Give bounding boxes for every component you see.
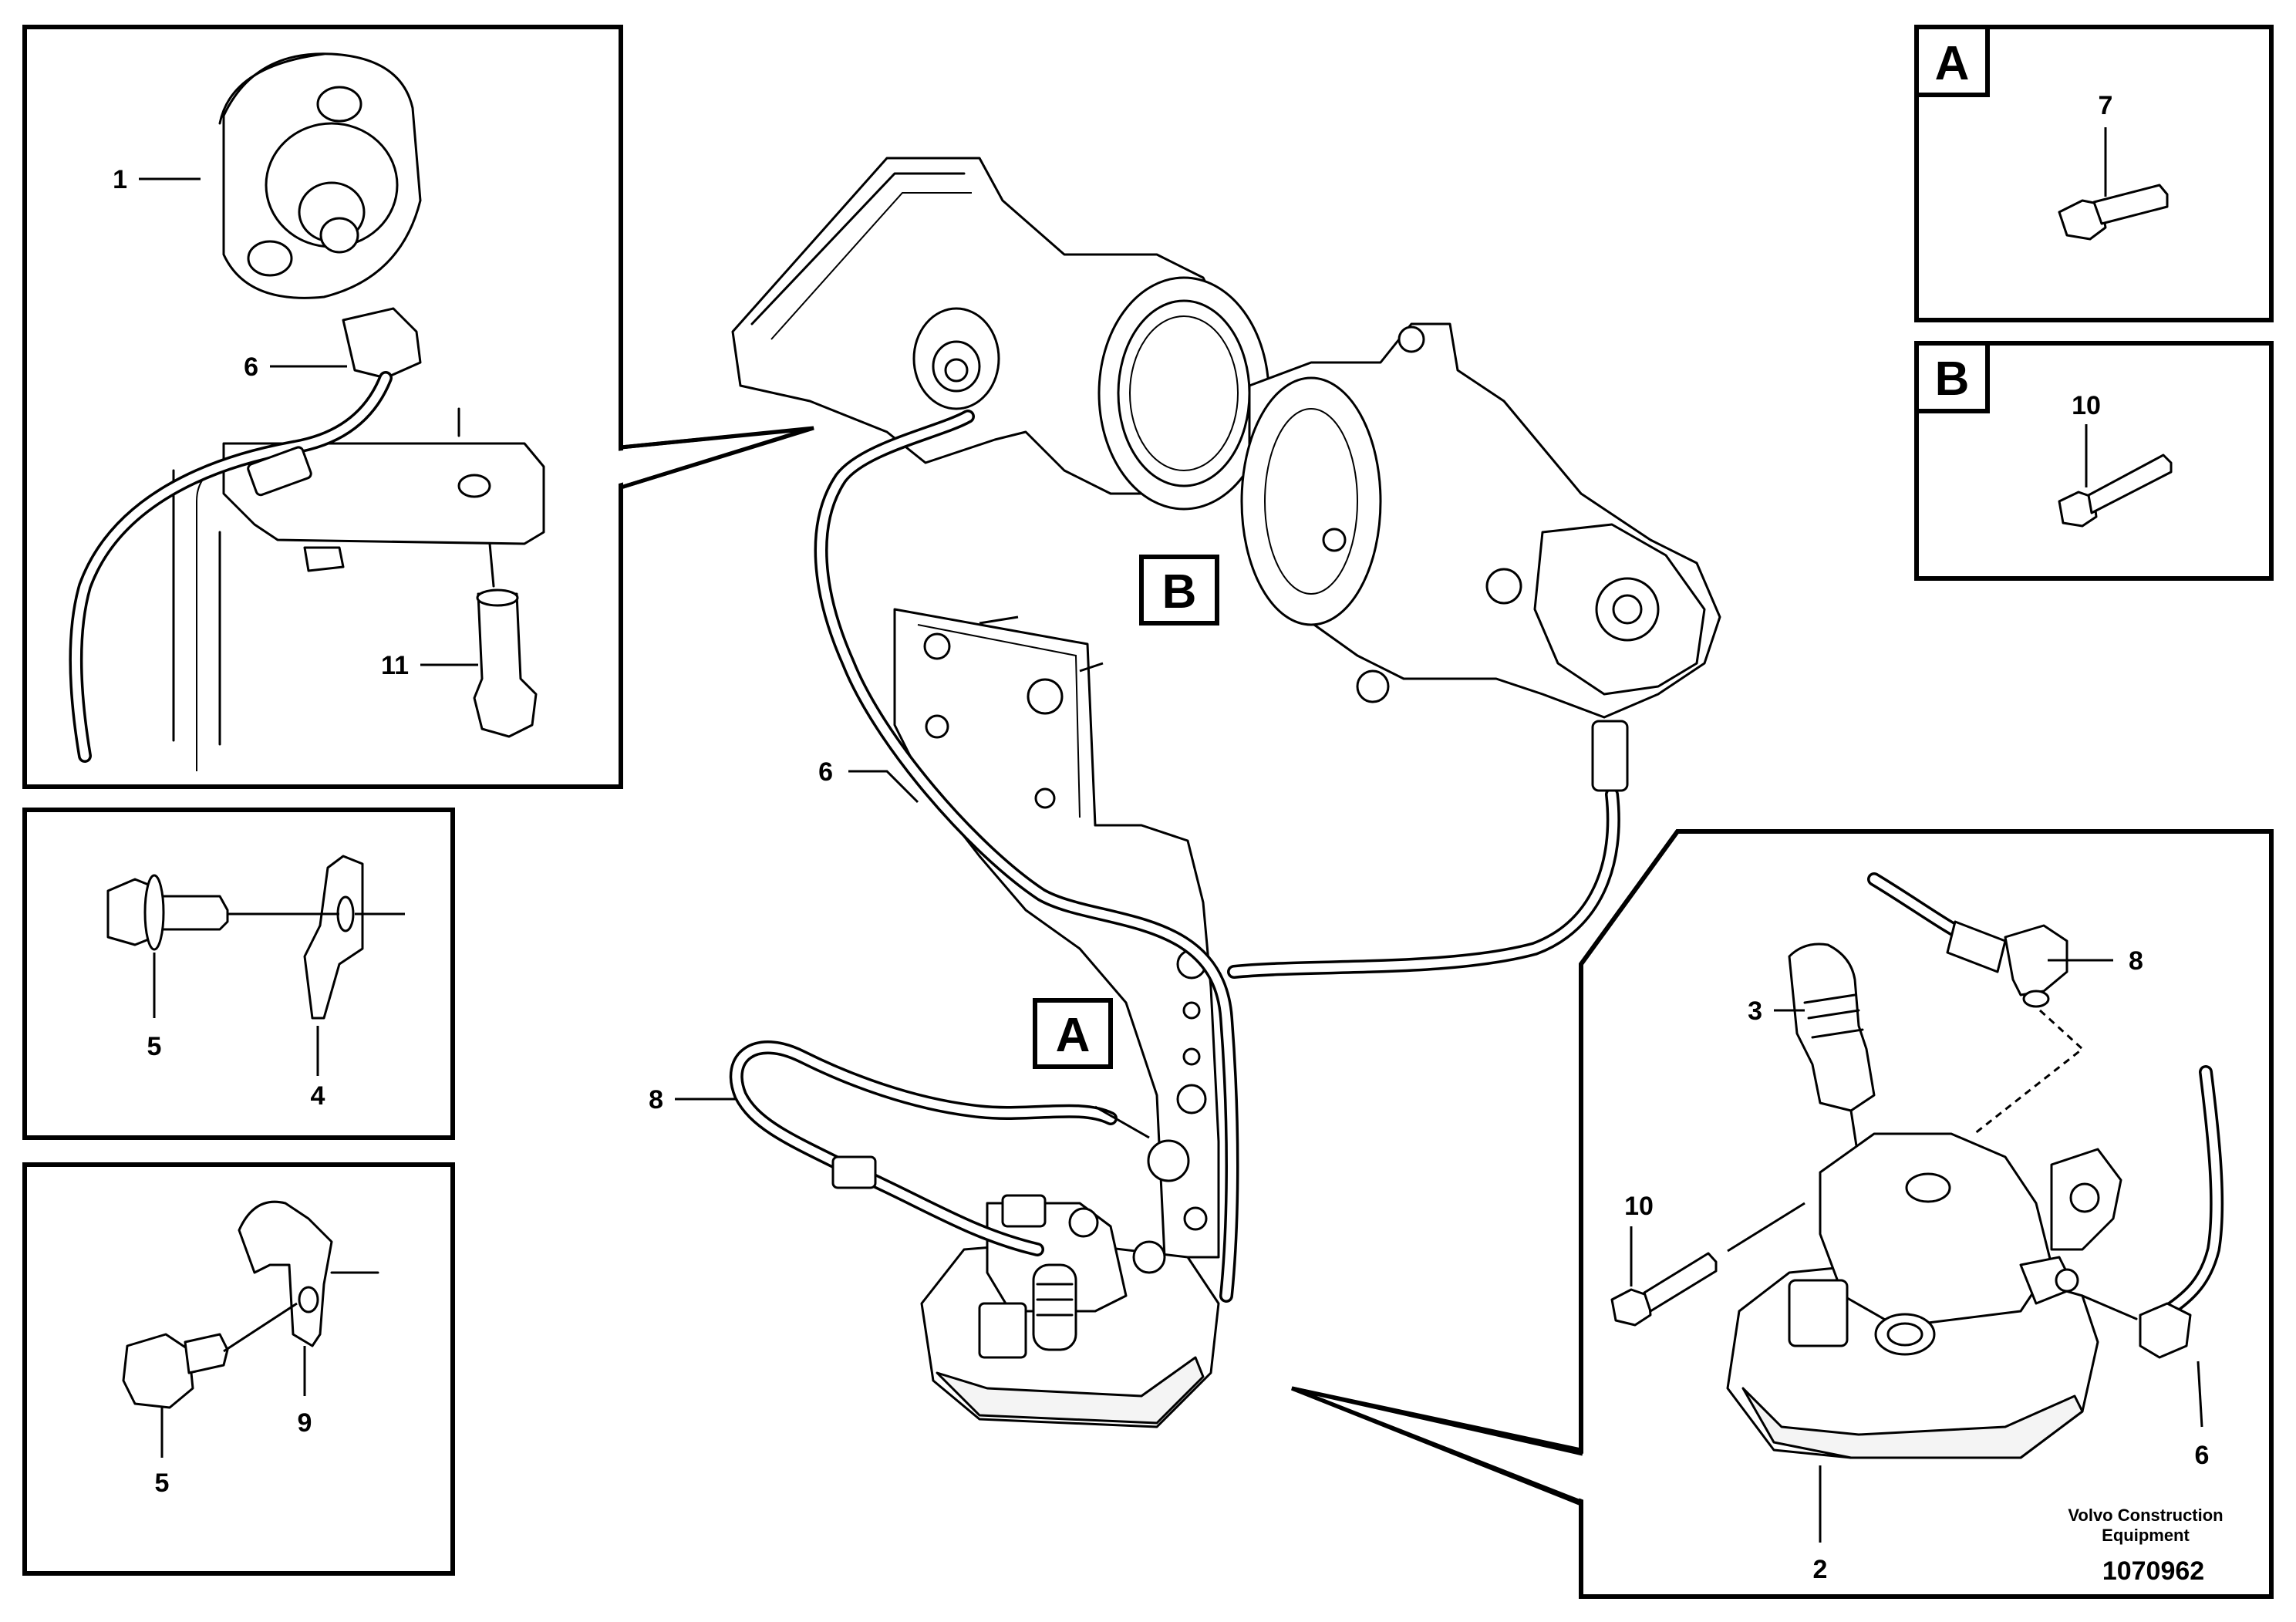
callout-10-detail: 10 xyxy=(1624,1192,1654,1221)
callout-8-detail: 8 xyxy=(2129,946,2143,976)
hose-nut xyxy=(342,307,422,379)
bolt-10-detail xyxy=(1610,1288,1652,1327)
svg-text:A: A xyxy=(1056,1009,1091,1062)
bolt-7 xyxy=(2058,199,2107,241)
detail-valve-block: 3 8 10 6 2 Volvo Construction Equipment … xyxy=(1291,829,2274,1599)
view-b-detail: B 10 xyxy=(1914,341,2274,581)
bolt-11 xyxy=(473,592,538,738)
view-label-a-main: A xyxy=(1033,998,1113,1069)
svg-text:B: B xyxy=(1162,565,1197,619)
elbow-fitting-8 xyxy=(2004,924,2068,996)
bolt-5-b xyxy=(122,1333,194,1409)
main-bracket xyxy=(893,608,1220,1259)
detail-clip-4: 5 4 xyxy=(22,808,455,1140)
detail-sensor-mount: 1 6 11 xyxy=(22,25,814,789)
view-a-label: A xyxy=(1935,37,1970,90)
callout-11: 11 xyxy=(381,651,409,680)
callout-1: 1 xyxy=(113,165,127,194)
callout-9: 9 xyxy=(298,1408,312,1438)
callout-4: 4 xyxy=(311,1081,325,1111)
hose-pump-line xyxy=(1227,787,1620,979)
detail-frame-clip-4 xyxy=(22,808,455,1140)
callout-6-detail-top: 6 xyxy=(244,352,258,382)
sensor-3 xyxy=(1788,943,1876,1112)
callout-3: 3 xyxy=(1748,996,1762,1026)
callout-8-main: 8 xyxy=(649,1085,663,1114)
callout-7: 7 xyxy=(2099,91,2113,120)
callout-5-b: 5 xyxy=(155,1469,170,1498)
view-a-detail: A 7 xyxy=(1914,25,2274,322)
callout-6-main: 6 xyxy=(818,757,833,787)
document-number: 1070962 xyxy=(2102,1556,2204,1586)
main-assembly xyxy=(731,157,1721,1428)
view-label-b-main: B xyxy=(1139,555,1219,626)
callout-5-a: 5 xyxy=(147,1032,162,1061)
bolt-10-b xyxy=(2058,491,2098,528)
main-labels: 6 8 B A xyxy=(649,555,1219,1114)
brand-line-1: Volvo Construction xyxy=(2068,1506,2223,1525)
brand-line-2: Equipment xyxy=(2102,1526,2190,1545)
callout-10-view-b: 10 xyxy=(2072,391,2101,420)
hose-nut-6 xyxy=(2139,1302,2192,1359)
detail-frame-clip-9 xyxy=(22,1162,455,1576)
main-hoses xyxy=(729,410,1629,1303)
main-leaders xyxy=(675,615,1150,1139)
callout-6-detail-right: 6 xyxy=(2195,1441,2210,1470)
view-b-label: B xyxy=(1935,352,1970,406)
callout-2: 2 xyxy=(1813,1555,1828,1584)
detail-clip-9: 5 9 xyxy=(22,1162,455,1576)
